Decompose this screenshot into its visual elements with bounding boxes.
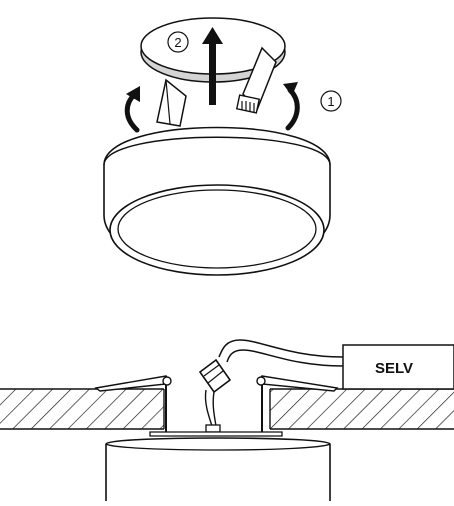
- diffuser-inner-ring: [117, 189, 317, 269]
- spring-clip-icon-right: [256, 375, 339, 432]
- step-marker-1: 1: [320, 90, 342, 112]
- up-arrow-icon: [202, 27, 223, 105]
- ceiling-mounting-view: SELV: [0, 339, 454, 501]
- curved-arrow-icon-right: [283, 82, 300, 131]
- fixture-body-mounted: [105, 437, 331, 501]
- spring-clip-icon-left: [94, 375, 172, 432]
- step-1-label: 1: [327, 94, 334, 109]
- selv-driver-box: SELV: [342, 344, 454, 390]
- supply-cable: [218, 339, 344, 367]
- step-marker-2: 2: [167, 31, 189, 53]
- fixture-mount-plate: [149, 431, 283, 437]
- step-2-label: 2: [174, 35, 181, 50]
- fixture-top-edge: [103, 136, 331, 166]
- terminal-connector-icon: [198, 358, 232, 394]
- ceiling-slab: [0, 388, 454, 430]
- fixture-top-view: 2 1: [103, 17, 342, 276]
- selv-label: SELV: [375, 360, 413, 377]
- terminal-connector-top: [235, 94, 261, 114]
- curved-arrow-icon-left: [124, 86, 140, 133]
- fixture-wires: [204, 389, 221, 433]
- spring-clip-left: [156, 78, 187, 127]
